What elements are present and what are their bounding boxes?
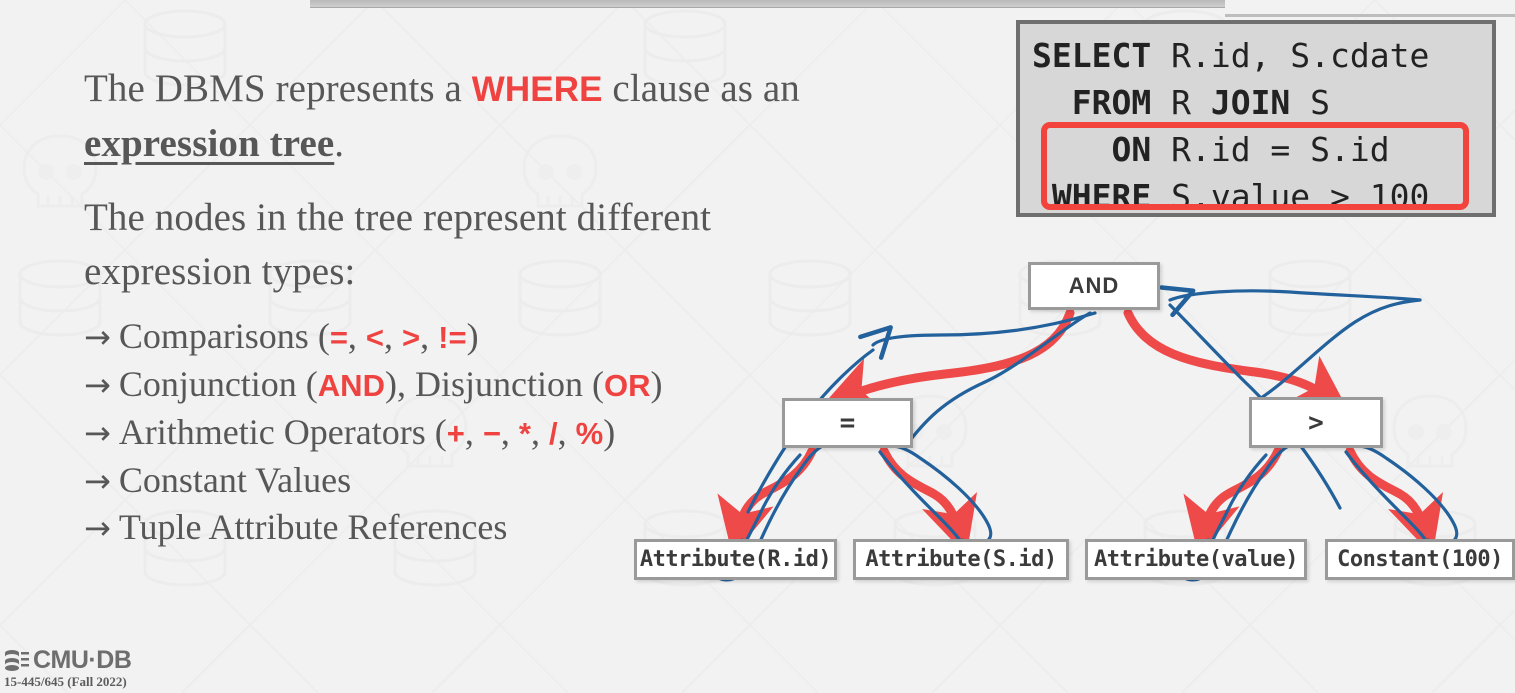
- sql-line-4-rest: S.value > 100: [1151, 177, 1430, 216]
- tree-node-and[interactable]: AND: [1028, 262, 1160, 310]
- cmu-db-logo: CMU·DB: [4, 646, 132, 674]
- sql-code-text: SELECT R.id, S.cdate FROM R JOIN S ON R.…: [1032, 32, 1482, 220]
- sql-keyword-join: JOIN: [1210, 83, 1291, 122]
- tree-node-greater-than[interactable]: >: [1249, 397, 1383, 448]
- sql-line-1-rest: R.id, S.cdate: [1151, 36, 1430, 75]
- brand-label: CMU·DB: [33, 646, 132, 674]
- course-label: 15-445/645 (Fall 2022): [4, 674, 127, 689]
- sql-keyword-on: ON: [1032, 130, 1152, 169]
- tree-leaf-attribute-value[interactable]: Attribute(value): [1085, 539, 1307, 580]
- tree-leaf-attribute-s-id[interactable]: Attribute(S.id): [853, 539, 1069, 580]
- sql-line-3-rest: R.id = S.id: [1151, 130, 1390, 169]
- sql-query-box: SELECT R.id, S.cdate FROM R JOIN S ON R.…: [1016, 20, 1496, 217]
- database-cylinder-icon: [5, 649, 29, 671]
- sql-keyword-select: SELECT: [1032, 36, 1152, 75]
- tree-leaf-attribute-r-id[interactable]: Attribute(R.id): [634, 539, 837, 580]
- sql-keyword-where: WHERE: [1032, 177, 1152, 216]
- sql-line-2-rest2: S: [1290, 83, 1331, 122]
- sql-line-2-rest: R: [1151, 83, 1211, 122]
- tree-leaf-constant-100[interactable]: Constant(100): [1325, 539, 1515, 580]
- slide-footer: CMU·DB 15-445/645 (Fall 2022): [4, 646, 132, 690]
- tree-node-equals[interactable]: =: [782, 398, 913, 448]
- sql-keyword-from: FROM: [1032, 83, 1152, 122]
